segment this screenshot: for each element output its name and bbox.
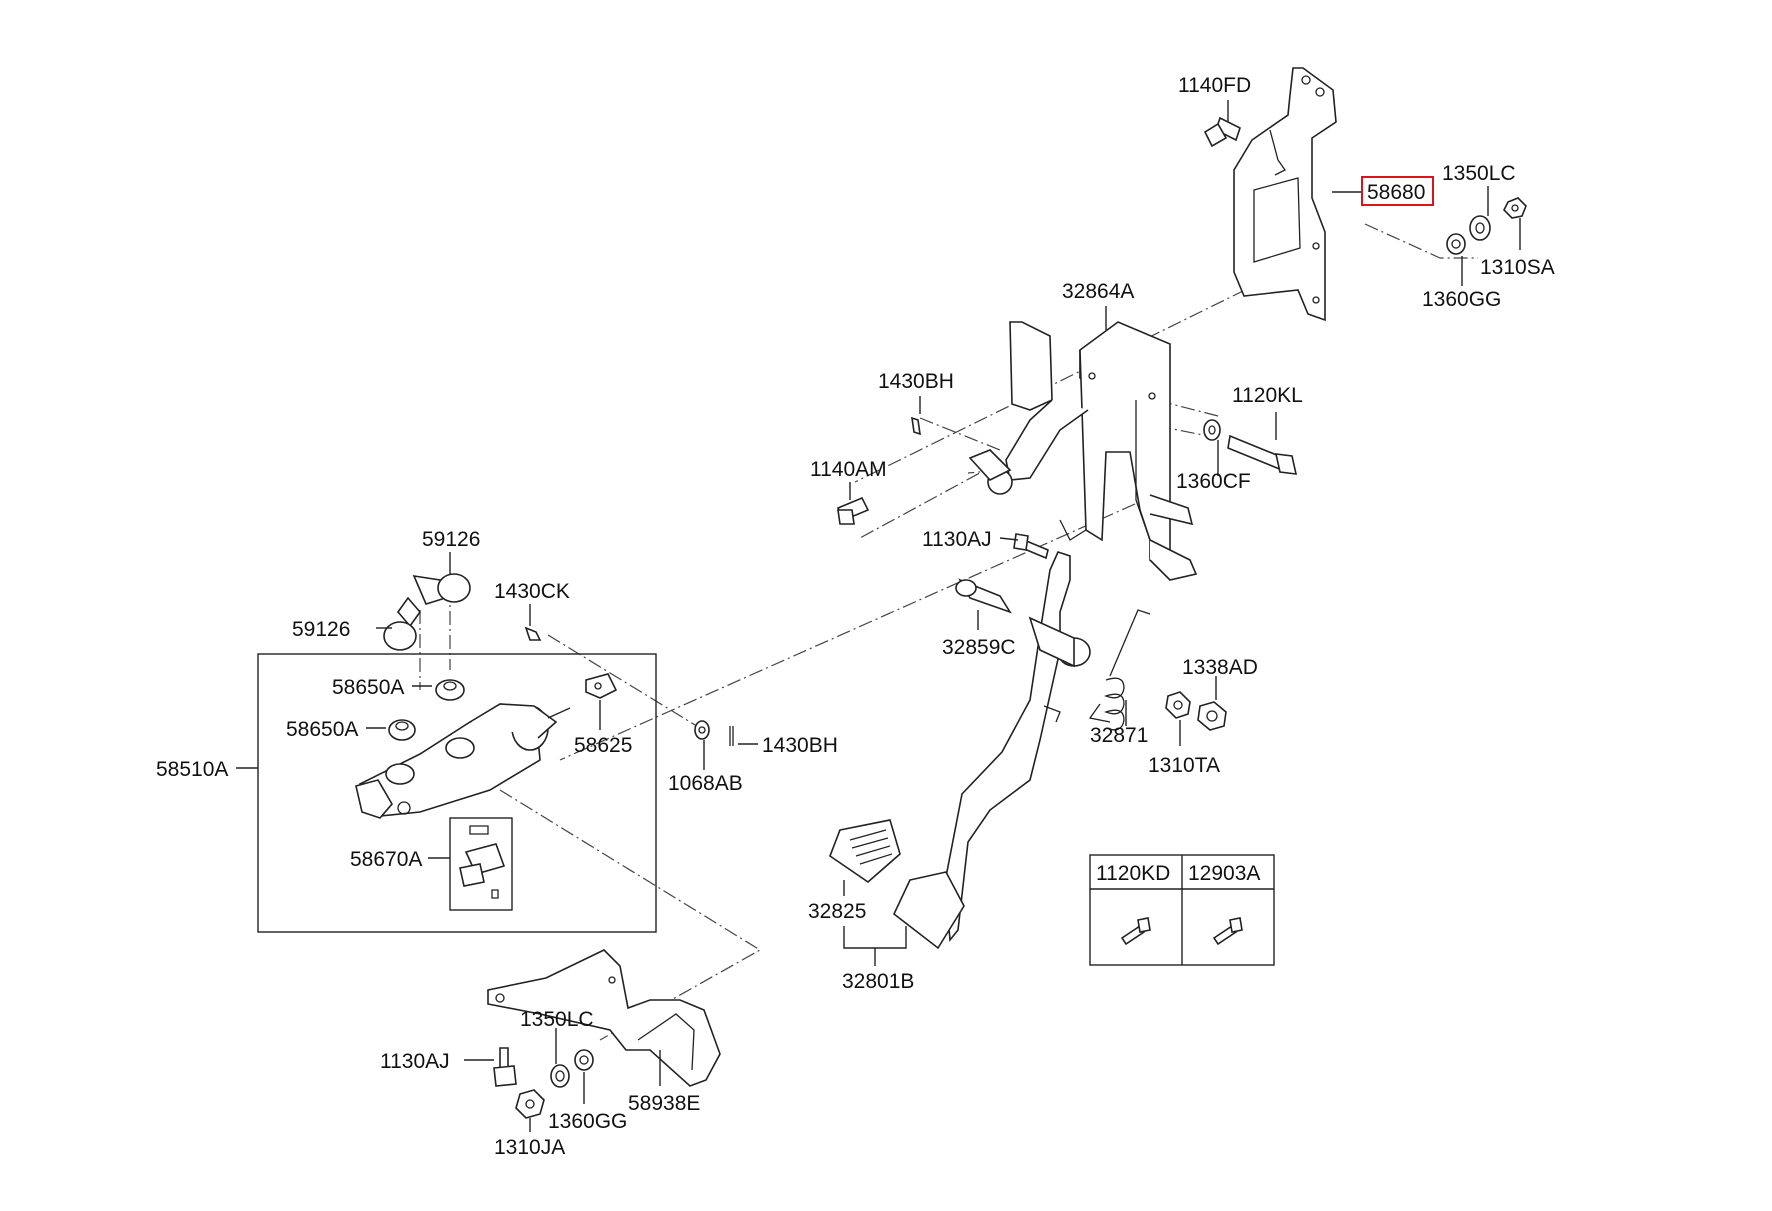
label-1140AM[interactable]: 1140AM: [810, 458, 887, 481]
pin-1430CK[interactable]: [524, 626, 542, 641]
bolt-12903A-icon: [1212, 917, 1243, 946]
label-1130AJ-bottom[interactable]: 1130AJ: [380, 1050, 450, 1073]
nut-1310TA[interactable]: [1165, 691, 1191, 719]
pin-1430BH-mid[interactable]: [729, 726, 734, 746]
label-1360GG-top[interactable]: 1360GG: [1422, 288, 1501, 311]
nut-1360GG-top[interactable]: [1446, 233, 1466, 255]
bolt-1140FD[interactable]: [1203, 116, 1241, 148]
label-1430CK[interactable]: 1430CK: [494, 580, 570, 603]
sub-box-58670A: [449, 817, 513, 911]
label-32859C[interactable]: 32859C: [942, 636, 1016, 659]
label-58670A[interactable]: 58670A: [350, 848, 422, 871]
pedal-bracket-32864A[interactable]: [968, 321, 1198, 581]
label-58650A-a[interactable]: 58650A: [332, 676, 404, 699]
pedal-arm-32801B[interactable]: [944, 551, 1091, 943]
reservoir-cap-59126-upper[interactable]: [412, 573, 471, 605]
bushing-32859C[interactable]: [955, 578, 1012, 614]
master-cylinder-group-box: [257, 653, 657, 933]
label-1350LC-top[interactable]: 1350LC: [1442, 162, 1516, 185]
label-1350LC-bottom[interactable]: 1350LC: [520, 1008, 594, 1031]
label-32825[interactable]: 32825: [808, 900, 866, 923]
bolt-1130AJ-top[interactable]: [1013, 533, 1049, 560]
leader-lines: [236, 100, 1521, 1132]
clevis-58625[interactable]: [585, 673, 618, 699]
pin-1430BH-top[interactable]: [911, 416, 921, 436]
label-1360GG-bottom[interactable]: 1360GG: [548, 1110, 627, 1133]
label-1310JA[interactable]: 1310JA: [494, 1136, 565, 1159]
label-59126-a[interactable]: 59126: [422, 528, 480, 551]
grommet-58650A-lower[interactable]: [388, 719, 416, 741]
label-1310SA[interactable]: 1310SA: [1480, 256, 1555, 279]
nut-1338AD[interactable]: [1197, 701, 1227, 731]
bolt-1120KD-icon: [1120, 917, 1151, 946]
label-1430BH-mid[interactable]: 1430BH: [762, 734, 838, 757]
label-1068AB[interactable]: 1068AB: [668, 772, 743, 795]
label-1120KD[interactable]: 1120KD: [1096, 862, 1170, 885]
label-58938E[interactable]: 58938E: [628, 1092, 700, 1115]
label-58625[interactable]: 58625: [574, 734, 632, 757]
label-32801B[interactable]: 32801B: [842, 970, 914, 993]
bracket-58680[interactable]: [1233, 67, 1337, 322]
nut-1310JA[interactable]: [515, 1089, 545, 1119]
label-1310TA[interactable]: 1310TA: [1148, 754, 1220, 777]
label-59126-b[interactable]: 59126: [292, 618, 350, 641]
label-32864A[interactable]: 32864A: [1062, 280, 1134, 303]
grommet-58650A-upper[interactable]: [435, 679, 465, 701]
label-1140FD[interactable]: 1140FD: [1178, 74, 1251, 97]
bolt-1130AJ-bottom[interactable]: [493, 1047, 517, 1087]
sensor-58670A[interactable]: [459, 825, 506, 899]
spring-32871[interactable]: [1088, 609, 1151, 731]
label-58510A[interactable]: 58510A: [156, 758, 228, 781]
bolt-1120KL[interactable]: [1227, 434, 1298, 475]
reservoir-cap-59126-lower[interactable]: [383, 596, 422, 651]
label-1120KL[interactable]: 1120KL: [1232, 384, 1303, 407]
label-32871[interactable]: 32871: [1090, 724, 1148, 747]
label-58650A-b[interactable]: 58650A: [286, 718, 358, 741]
washer-1350LC-bottom[interactable]: [550, 1064, 570, 1088]
label-1360CF[interactable]: 1360CF: [1176, 470, 1251, 493]
label-58680[interactable]: 58680: [1367, 181, 1425, 204]
washer-1350LC-top[interactable]: [1469, 215, 1491, 241]
highlight-58680: [1361, 176, 1434, 206]
bolt-1140AM[interactable]: [836, 496, 870, 525]
label-1430BH-top[interactable]: 1430BH: [878, 370, 954, 393]
pedal-pad-32825[interactable]: [829, 819, 965, 950]
nut-1360GG-bottom[interactable]: [574, 1049, 594, 1071]
fastener-reference-table: [1089, 854, 1275, 966]
nut-1310SA[interactable]: [1503, 197, 1527, 219]
master-cylinder-58510A[interactable]: [355, 703, 571, 819]
washer-1360CF[interactable]: [1203, 419, 1221, 441]
label-1338AD[interactable]: 1338AD: [1182, 656, 1258, 679]
bracket-58938E[interactable]: [487, 949, 721, 1087]
label-12903A[interactable]: 12903A: [1188, 862, 1260, 885]
label-1130AJ-top[interactable]: 1130AJ: [922, 528, 992, 551]
washer-1068AB[interactable]: [694, 720, 710, 740]
part-labels: 1140FD 58680 1350LC 1310SA 1360GG 32864A…: [156, 74, 1555, 1159]
